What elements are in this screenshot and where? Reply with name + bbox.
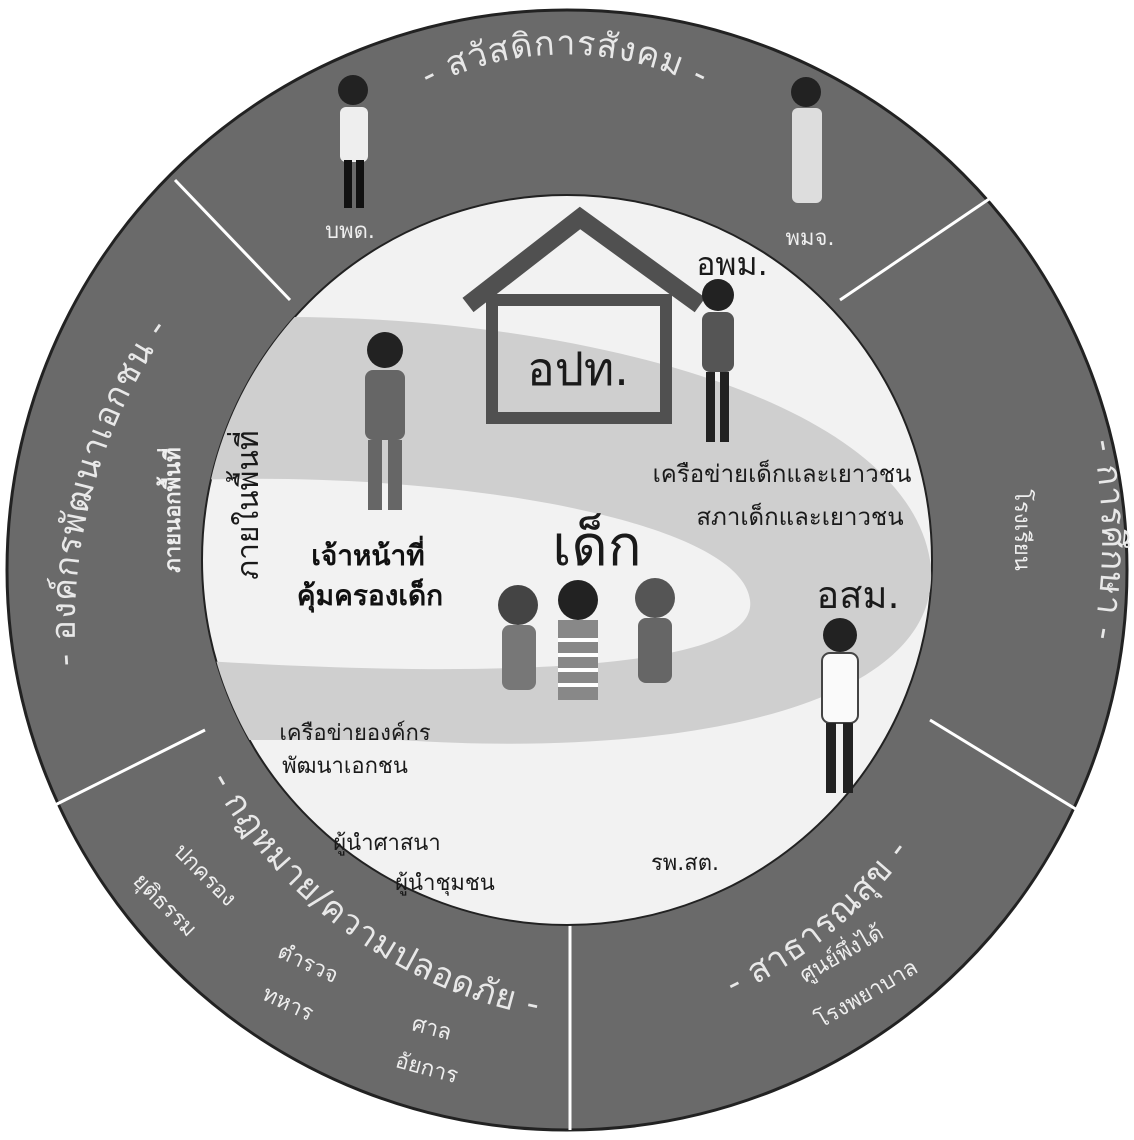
rph-sat-label: รพ.สต. [651,851,719,876]
youth-council-label: สภาเด็กและเยาวชน [696,502,903,531]
house-label: อปท. [527,342,629,396]
ngo-network-line1: เครือข่ายองค์กร [279,721,431,746]
welfare-figure-right [791,77,822,203]
ophm-volunteer-figure [702,279,734,442]
child-label: เด็ก [552,512,641,579]
welfare-figure-left [338,75,368,208]
ring-dividers [54,178,1111,1130]
ring-item-outside-area: ภายนอกพื้นที่ [156,447,186,572]
religious-leader-label: ผู้นำศาสนา [333,831,440,856]
ophm-label: อพม. [696,245,768,283]
youth-network-label: เครือข่ายเด็กและเยาวชน [653,459,912,488]
ring-item-bpd: บพด. [325,219,375,244]
ngo-network-line2: พัฒนาเอกชน [282,754,408,779]
children-figures [498,578,675,700]
inside-area-label: ภายในพื้นที่ [226,430,266,579]
house [462,206,706,424]
officer-label-line1: เจ้าหน้าที่ [311,535,424,572]
ring-item-pmj: พมจ. [786,226,835,251]
osm-label: อสม. [816,573,899,617]
osm-volunteer-figure [821,618,859,793]
ring-item-school: โรงเรียน [1009,489,1035,571]
community-leader-label: ผู้นำชุมชน [395,871,495,896]
child-protection-officer-figure [365,332,405,510]
officer-label-line2: คุ้มครองเด็ก [297,578,443,613]
